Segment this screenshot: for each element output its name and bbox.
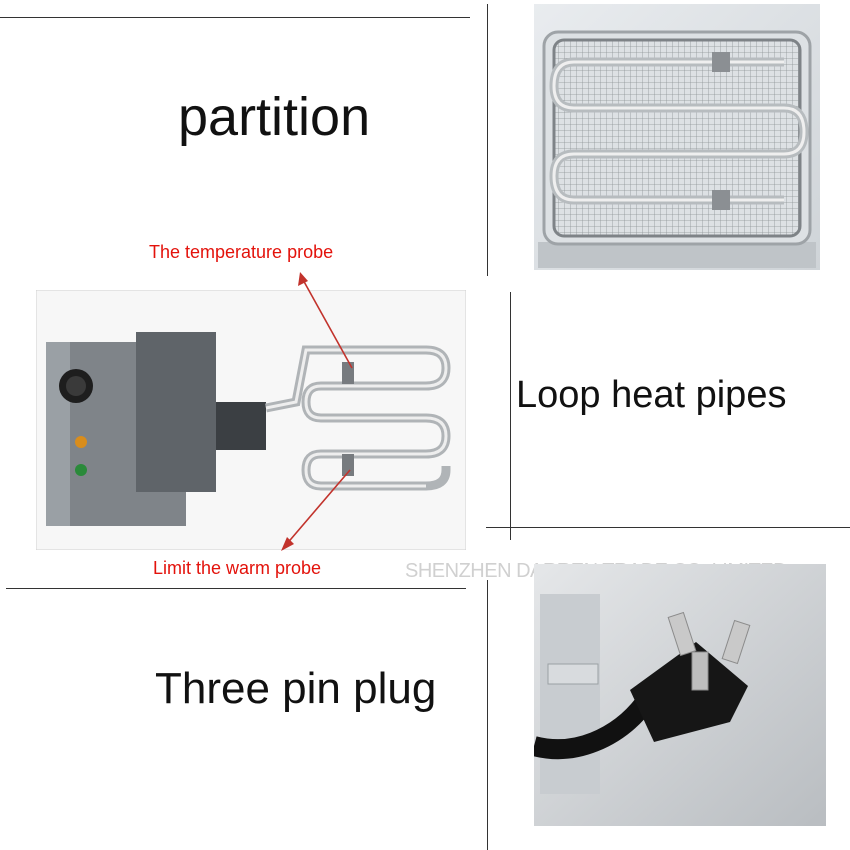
temperature-probe-arrow: [301, 277, 353, 369]
lower-vertical-divider: [487, 580, 488, 850]
limit-warm-probe-arrowhead: [281, 537, 294, 551]
lower-horizontal-divider: [6, 588, 466, 589]
temperature-probe-label: The temperature probe: [149, 242, 334, 262]
temperature-probe-arrowhead: [298, 272, 308, 286]
upper-vertical-divider: [487, 4, 488, 276]
limit-warm-probe-label: Limit the warm probe: [153, 558, 322, 578]
heating-element-photo: [36, 290, 466, 550]
three-pin-plug-label: Three pin plug: [155, 664, 437, 713]
middle-horizontal-divider: [486, 527, 850, 528]
top-divider-line: [0, 17, 470, 18]
loop-heat-pipes-label: Loop heat pipes: [516, 374, 787, 416]
three-pin-plug-photo: [534, 564, 826, 826]
wire-basket-photo: [534, 4, 820, 270]
limit-warm-probe-arrow: [284, 469, 351, 547]
partition-label: partition: [178, 87, 371, 147]
middle-vertical-divider: [510, 292, 511, 540]
